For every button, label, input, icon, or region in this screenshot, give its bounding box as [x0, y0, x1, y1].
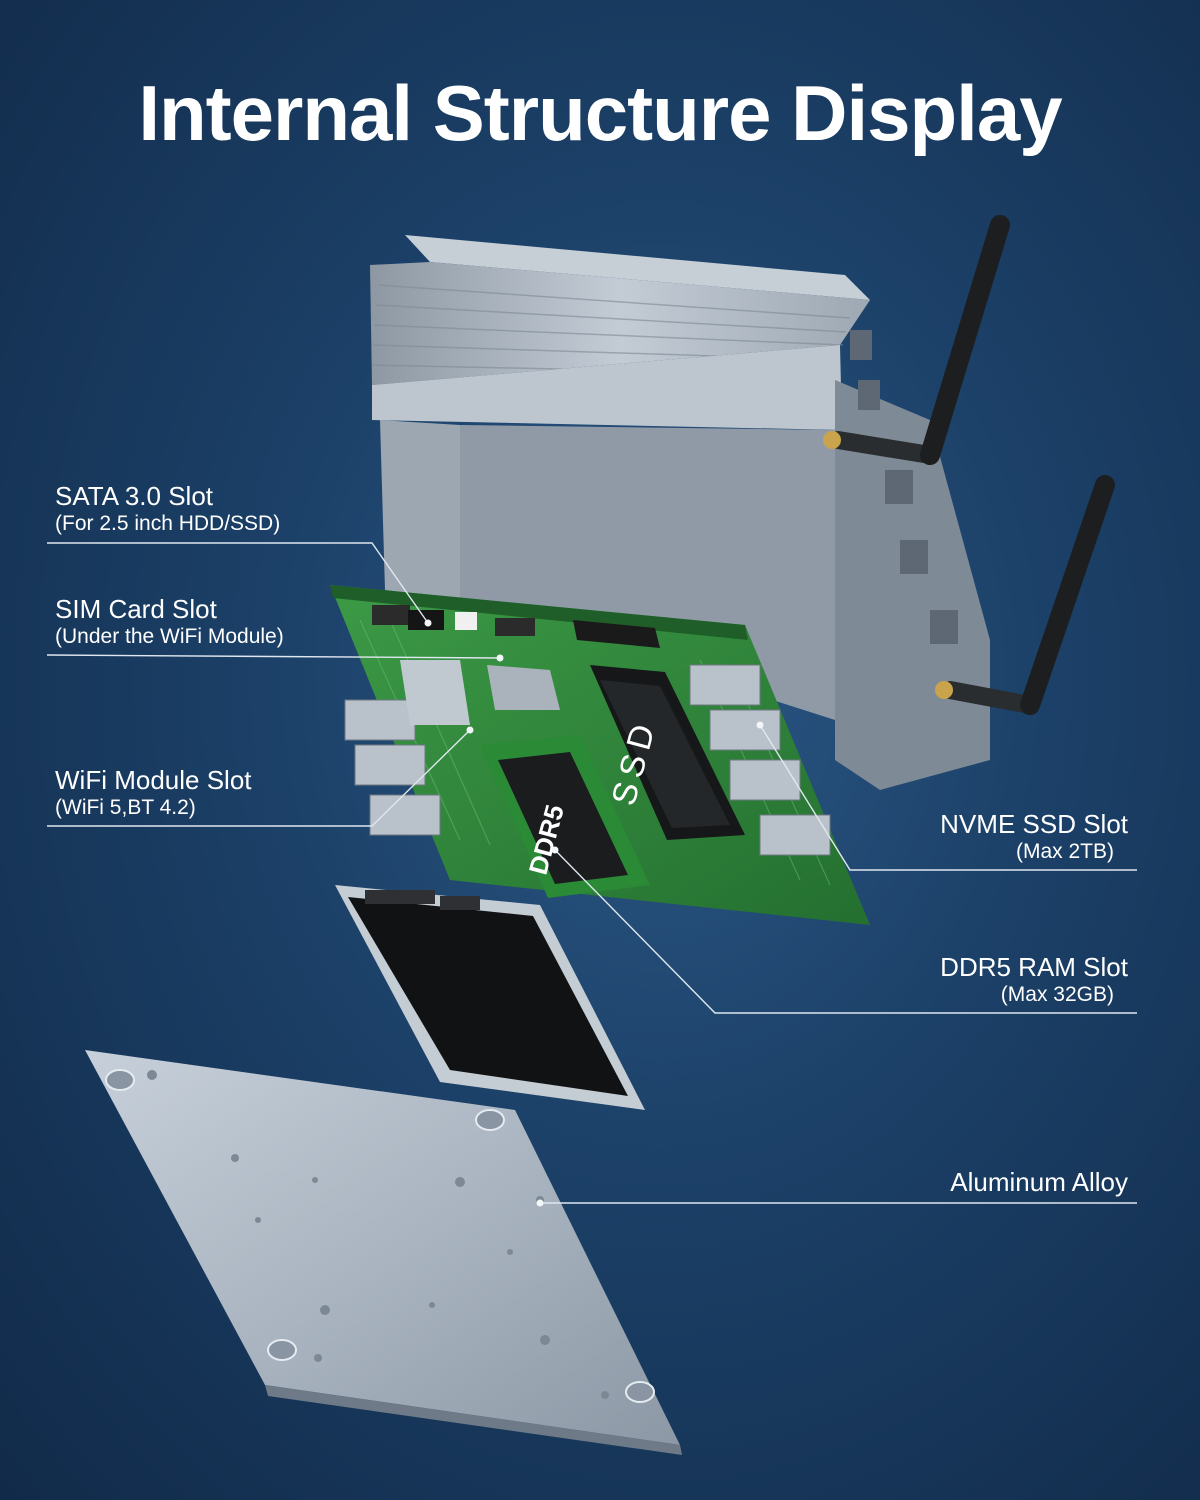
- label-nvme-slot-title: NVME SSD Slot: [940, 809, 1128, 839]
- leader-lines: [46, 542, 1137, 1204]
- label-sata-slot: SATA 3.0 Slot (For 2.5 inch HDD/SSD): [55, 481, 281, 536]
- label-ddr5-slot-title: DDR5 RAM Slot: [940, 952, 1128, 982]
- label-sata-slot-title: SATA 3.0 Slot: [55, 481, 214, 511]
- wifi-antenna-top: [823, 215, 1010, 465]
- ddr5-ram-module: DDR5: [480, 735, 650, 898]
- wifi-antenna-bottom: [935, 475, 1115, 715]
- chassis-enclosure: [370, 235, 990, 790]
- label-wifi-slot-subtitle: (WiFi 5,BT 4.2): [55, 795, 196, 819]
- label-aluminum-alloy: Aluminum Alloy: [950, 1167, 1128, 1198]
- nvme-ssd-module: SSD: [590, 665, 745, 840]
- label-sim-slot-subtitle: (Under the WiFi Module): [55, 624, 284, 648]
- aluminum-bottom-plate: [85, 1050, 682, 1455]
- page-title: Internal Structure Display: [138, 69, 1062, 157]
- label-wifi-slot: WiFi Module Slot (WiFi 5,BT 4.2): [55, 765, 252, 820]
- label-ddr5-slot-subtitle: (Max 32GB): [1000, 982, 1114, 1006]
- leader-dots: [424, 619, 764, 1207]
- sata-hdd-drive: [335, 885, 645, 1110]
- label-sata-slot-subtitle: (For 2.5 inch HDD/SSD): [55, 511, 281, 535]
- label-sim-slot-title: SIM Card Slot: [55, 594, 217, 624]
- label-sim-slot: SIM Card Slot (Under the WiFi Module): [55, 594, 284, 649]
- label-nvme-slot-subtitle: (Max 2TB): [1015, 839, 1114, 863]
- label-ddr5-slot: DDR5 RAM Slot (Max 32GB): [940, 952, 1128, 1007]
- label-nvme-slot: NVME SSD Slot (Max 2TB): [940, 809, 1128, 864]
- label-wifi-slot-title: WiFi Module Slot: [55, 765, 252, 795]
- label-aluminum-alloy-title: Aluminum Alloy: [950, 1167, 1128, 1197]
